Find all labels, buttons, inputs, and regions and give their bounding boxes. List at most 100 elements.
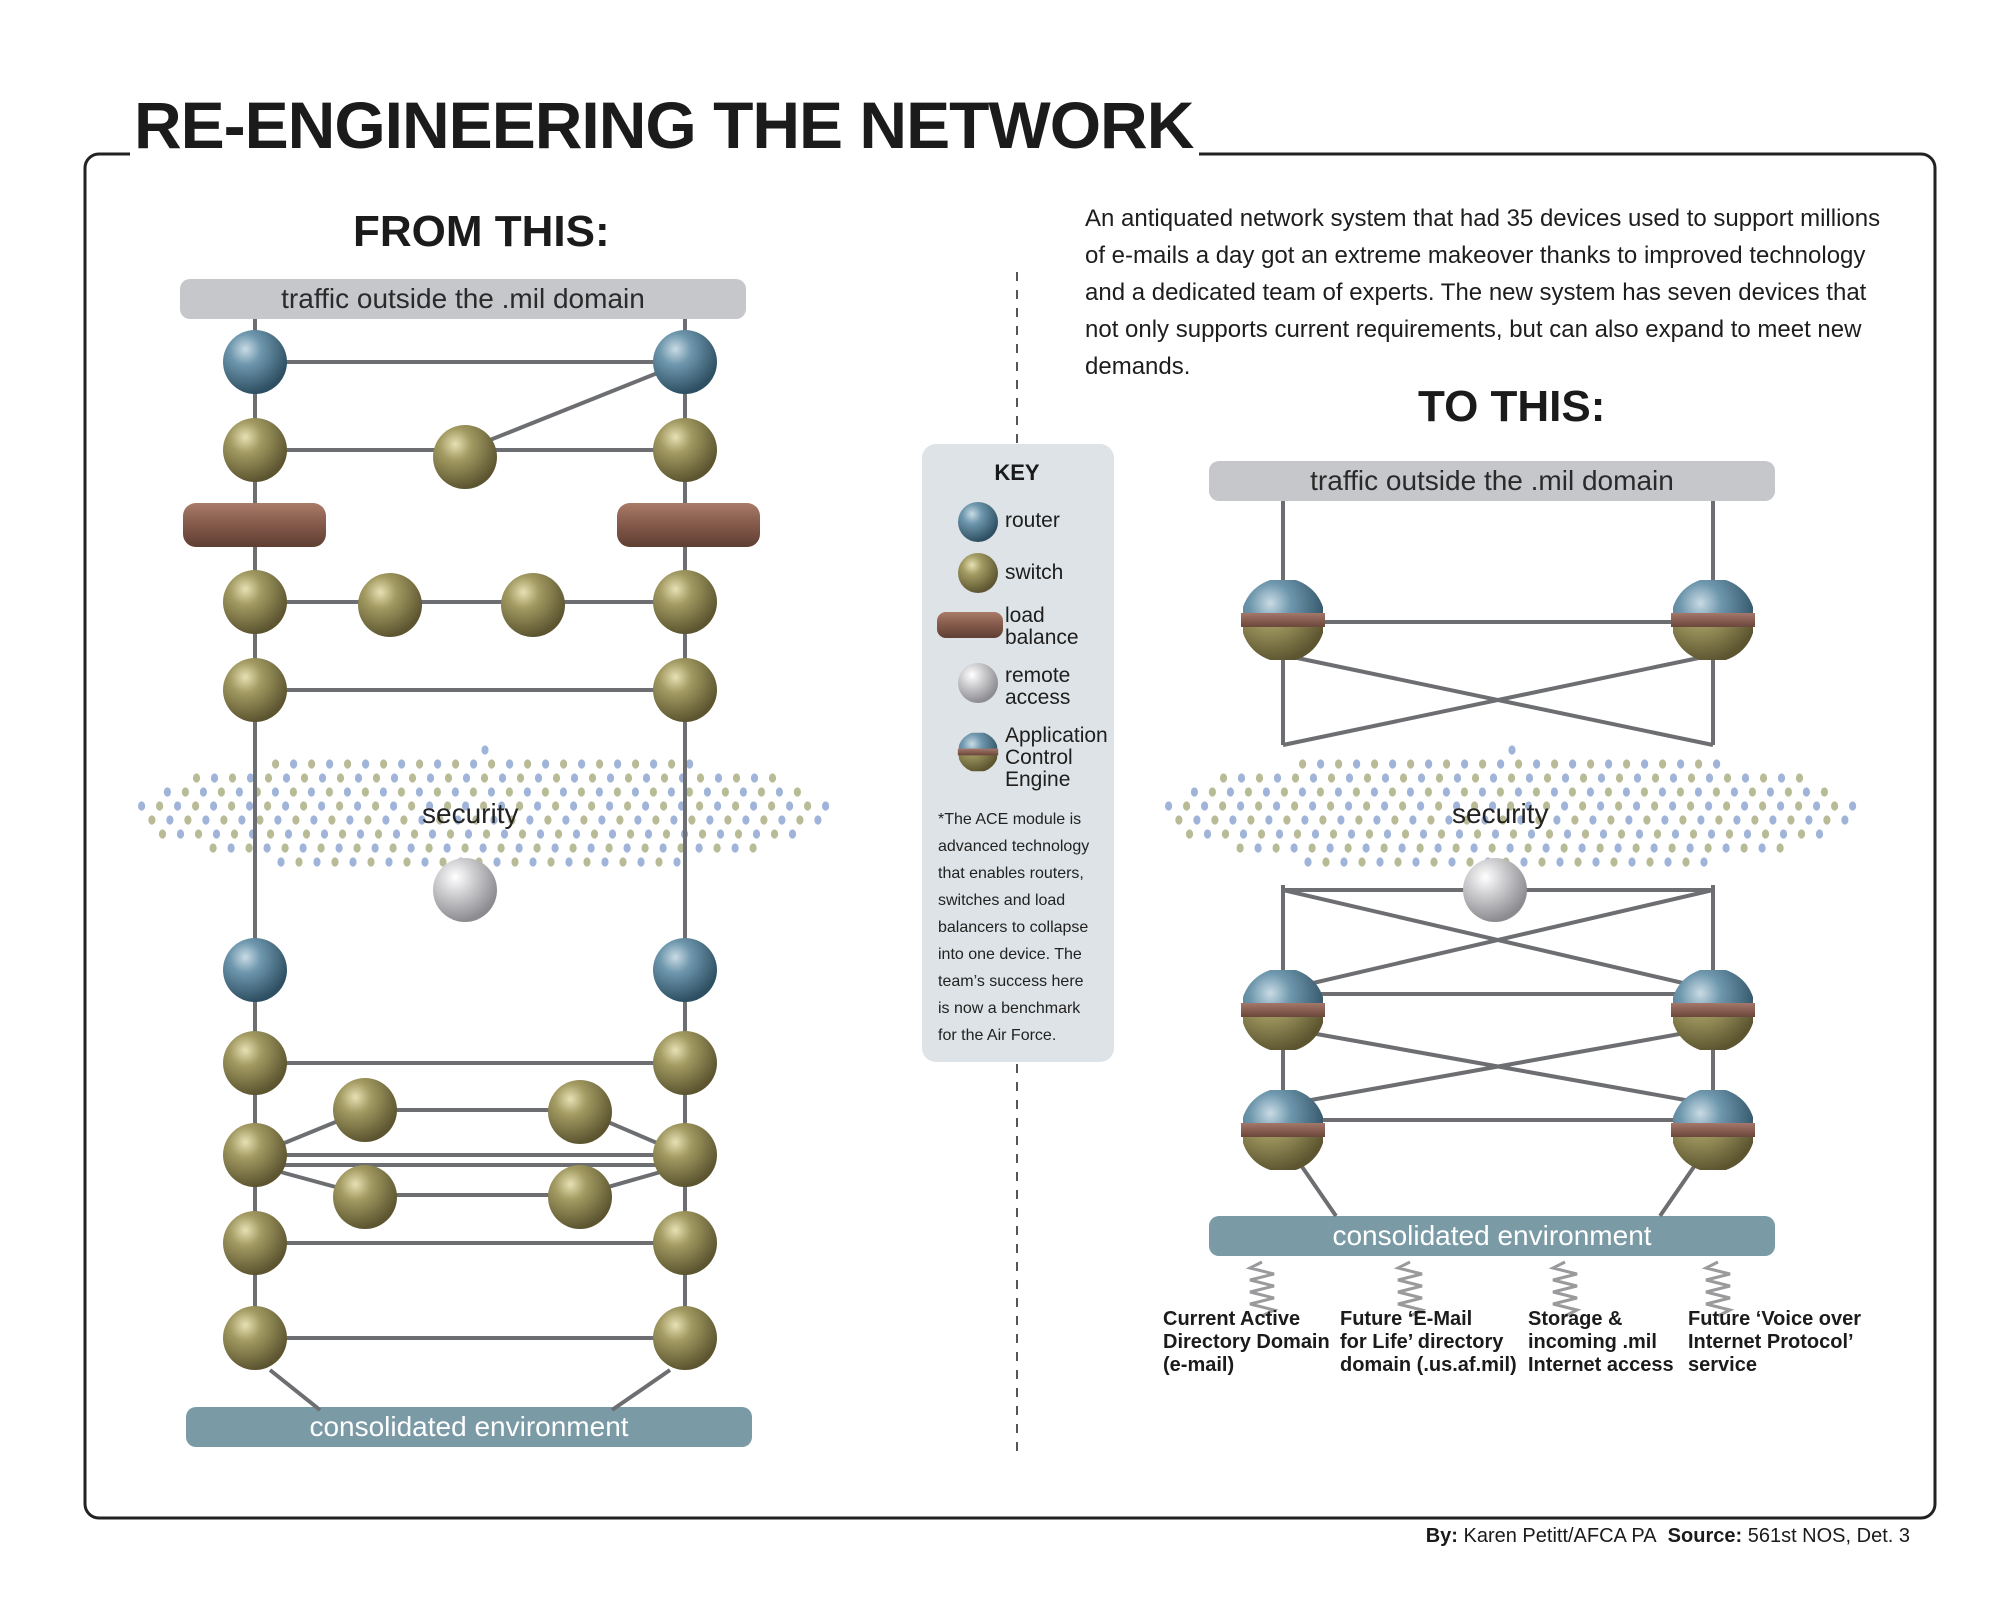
security-dot [158,829,167,839]
security-dot [1661,815,1669,825]
security-dot [562,815,570,825]
security-dot [577,787,586,797]
security-dot [686,759,694,769]
security-dot [1730,787,1738,797]
security-dot [493,857,501,867]
security-dot [583,857,591,867]
security-dot [1777,773,1786,783]
security-dot [436,815,444,825]
security-dot [1409,815,1417,825]
security-dot [1589,815,1597,825]
security-dot [714,773,723,783]
security-dot [320,829,329,839]
security-dot [202,815,210,825]
router-node [653,330,717,394]
security-dot [1247,815,1255,825]
security-dot [416,759,424,769]
security-dot [1586,787,1594,797]
security-dot [299,843,307,853]
security-dot [245,843,253,853]
security-dot [282,801,290,811]
security-dot [1687,773,1696,783]
security-dot [235,787,243,797]
security-dot [703,787,712,797]
security-dot [1319,815,1327,825]
security-dot [1219,801,1227,811]
security-dot [1317,759,1325,769]
security-dot [596,759,604,769]
security-dot [415,787,423,797]
security-dot [1640,787,1648,797]
security-dot [1435,773,1444,783]
security-dot [1255,801,1263,811]
ace-node [1241,578,1325,662]
security-dot [1669,773,1678,783]
security-dot [1398,843,1406,853]
security-dot [515,843,523,853]
security-dot [210,801,218,811]
security-dot [1610,857,1618,867]
security-dot [488,759,496,769]
security-dot [482,829,491,839]
security-dot [1592,857,1600,867]
security-dot [739,787,748,797]
security-dot [1353,759,1361,769]
security-dot [1668,843,1676,853]
security-dot [1542,843,1550,853]
security-dot [289,787,297,797]
security-dot [757,787,766,797]
security-dot [614,759,622,769]
security-dot [1327,773,1336,783]
security-dot [192,801,200,811]
security-dot [1695,759,1703,769]
security-dot [1700,857,1708,867]
security-dot [192,773,201,783]
security-dot [481,745,489,755]
security-dot [1650,843,1658,853]
security-dot [308,759,316,769]
switch-node [433,425,497,489]
security-dot [1340,857,1348,867]
security-dot [479,843,487,853]
security-dot [210,773,219,783]
security-dot [1309,801,1317,811]
switch-node [223,1306,287,1370]
security-dot [1370,787,1378,797]
security-dot [1291,773,1300,783]
security-dot [1488,843,1496,853]
security-dot [318,773,327,783]
security-dot [217,787,225,797]
security-dot [1514,787,1522,797]
security-dot [444,801,452,811]
security-dot [1416,843,1424,853]
security-dot [698,829,707,839]
security-dot [380,759,388,769]
security-dot [1311,829,1320,839]
security-dot [1308,843,1316,853]
security-dot [1777,801,1785,811]
security-dot [1784,787,1792,797]
security-dot [1561,801,1569,811]
security-dot [1615,801,1623,811]
security-dot [1597,801,1605,811]
switch-node [223,1031,287,1095]
security-dot [1363,773,1372,783]
security-dot [1795,773,1804,783]
security-dot [1561,773,1570,783]
security-dot [498,801,506,811]
key-panel [922,444,1114,1062]
router-node [223,938,287,1002]
security-dot [1751,815,1759,825]
security-dot [1758,843,1766,853]
security-dot [732,773,741,783]
security-dot [374,829,383,839]
security-dot [606,801,614,811]
security-dot [462,801,470,811]
security-dot [814,815,822,825]
credit-line: By: Karen Petitt/AFCA PA Source: 561st N… [1425,1525,1910,1547]
security-dot [1406,787,1414,797]
security-dot [1599,829,1608,839]
security-dot [335,843,343,853]
security-dot [331,857,339,867]
